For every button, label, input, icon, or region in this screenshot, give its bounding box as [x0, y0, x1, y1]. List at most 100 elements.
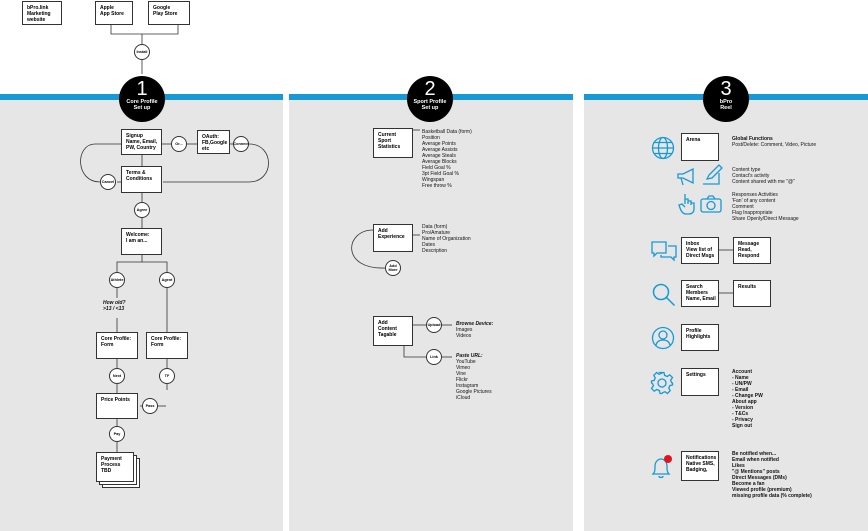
camera-icon [700, 195, 722, 213]
section-1-badge: 1 Core Profile Set up [119, 76, 165, 122]
app-store-label: Apple App Store [100, 5, 124, 17]
results-label: Results [738, 284, 757, 290]
tf-label: TF [164, 374, 170, 378]
experience-label: Add Experience [378, 228, 405, 240]
pass-node[interactable]: Pass [142, 398, 158, 414]
section-1-number: 1 [136, 78, 148, 100]
experience-list: Data (form) Pro/Amature Name of Organiza… [422, 224, 471, 254]
add-more-label: Add More [388, 263, 398, 273]
next-label: Next [112, 374, 122, 378]
hand-icon [678, 194, 695, 215]
cancel-node[interactable]: Cancel [100, 174, 116, 190]
settings-box[interactable]: Settings [681, 368, 719, 396]
or-node[interactable]: Or... [171, 136, 187, 152]
core-form-athlete-box[interactable]: Core Profile: Form [96, 332, 138, 359]
welcome-box[interactable]: Welcome: I am an... [121, 228, 162, 255]
cancel-label: Cancel [101, 180, 115, 184]
play-store-box[interactable]: Google Play Store [148, 1, 190, 25]
link-label: Link [430, 355, 438, 359]
connect-label: Connect [233, 142, 249, 146]
browse-list: Images Videos [456, 327, 473, 339]
experience-box[interactable]: Add Experience [373, 224, 413, 252]
notifications-box[interactable]: Notifications Native SMS, Badging, [681, 451, 719, 481]
upload-node[interactable]: Upload [426, 317, 442, 333]
chat-icon [651, 241, 677, 262]
payment-box[interactable]: Payment Process TBD [96, 452, 134, 482]
upload-label: Upload [427, 323, 441, 327]
section-2-title: Sport Profile Set up [413, 99, 447, 111]
responses-text: Responses Activities 'Fan' of any conten… [732, 192, 799, 222]
pass-label: Pass [145, 404, 155, 408]
welcome-label: Welcome: I am an... [126, 232, 150, 244]
content-label: Add Content Tagable [378, 320, 397, 338]
next-node[interactable]: Next [109, 368, 125, 384]
content-type-text: Content type Contact's activity Content … [732, 167, 795, 185]
megaphone-icon [677, 168, 694, 186]
sport-stats-box[interactable]: Current Sport Statistics [373, 128, 413, 158]
section-2-panel [289, 100, 573, 531]
global-functions-title: Global Functions [732, 136, 773, 142]
content-box[interactable]: Add Content Tagable [373, 316, 413, 346]
message-box[interactable]: Message Read, Respond [733, 237, 771, 264]
add-more-node[interactable]: Add More [385, 260, 401, 276]
core-form-agent-box[interactable]: Core Profile: Form [146, 332, 188, 359]
core-form-athlete-label: Core Profile: Form [101, 336, 132, 348]
section-2-number: 2 [424, 78, 436, 100]
or-label: Or... [175, 142, 183, 146]
sport-stats-list: Basketball Data (form) Position Average … [422, 129, 472, 189]
pay-node[interactable]: Pay [109, 426, 125, 442]
message-label: Message Read, Respond [738, 241, 760, 259]
browse-title: Browse Device: [456, 321, 494, 327]
pay-label: Pay [113, 432, 121, 436]
search-icon [652, 283, 676, 307]
inbox-label: Inbox View list of Direct Msgs [686, 241, 715, 259]
user-icon [651, 326, 675, 350]
price-points-label: Price Points [101, 397, 130, 403]
settings-label: Settings [686, 372, 706, 378]
notifications-label: Notifications Native SMS, Badging, [686, 455, 717, 473]
core-form-agent-label: Core Profile: Form [151, 336, 182, 348]
agree-node[interactable]: Agree [134, 202, 150, 218]
section-3-title: bPro Reel [719, 99, 733, 111]
signup-box[interactable]: Signup Name, Email, PW, Country [121, 129, 162, 155]
notifications-list: Be notified when... Email when notified … [732, 451, 812, 499]
profile-highlights-label: Profile Highlights [686, 328, 711, 340]
arena-label: Arena [686, 137, 701, 143]
inbox-box[interactable]: Inbox View list of Direct Msgs [681, 237, 719, 264]
play-store-label: Google Play Store [153, 5, 178, 17]
connect-node[interactable]: Connect [233, 136, 249, 152]
link-node[interactable]: Link [426, 349, 442, 365]
oauth-label: OAuth: FB,Google etc [202, 134, 228, 152]
price-points-box[interactable]: Price Points [96, 393, 138, 419]
install-node[interactable]: Install [134, 44, 150, 60]
terms-label: Terms & Conditions [126, 170, 153, 182]
paste-list: YouTube Vimeo Vine Flickr Instagram Goog… [456, 359, 492, 401]
marketing-website-box[interactable]: bPro.link Marketing website [22, 1, 62, 25]
sport-stats-label: Current Sport Statistics [378, 132, 401, 150]
section-3-number: 3 [720, 78, 732, 100]
install-label: Install [136, 50, 148, 54]
athlete-label: Athlete [110, 278, 124, 282]
search-members-box[interactable]: Search Members Name, Email [681, 280, 719, 307]
payment-label: Payment Process TBD [101, 456, 122, 474]
section-3-badge: 3 bPro Reel [703, 76, 749, 122]
app-store-box[interactable]: Apple App Store [95, 1, 133, 25]
marketing-website-label: bPro.link Marketing website [27, 5, 51, 23]
how-old-label: How old? >13 / <13 [103, 300, 126, 312]
global-functions-text: Post/Delete: Comment, Video, Picture [732, 142, 817, 148]
athlete-node[interactable]: Athlete [109, 272, 125, 288]
results-box[interactable]: Results [733, 280, 771, 307]
arena-box[interactable]: Arena [681, 133, 719, 161]
terms-box[interactable]: Terms & Conditions [121, 166, 162, 193]
search-members-label: Search Members Name, Email [686, 284, 716, 302]
settings-list: Account - Name - UN/PW - Email - Change … [732, 369, 763, 429]
agent-node[interactable]: Agent [159, 272, 175, 288]
tf-node[interactable]: TF [159, 368, 175, 384]
bell-icon [651, 455, 672, 479]
pencil-icon [703, 164, 723, 185]
section-2-badge: 2 Sport Profile Set up [407, 76, 453, 122]
profile-highlights-box[interactable]: Profile Highlights [681, 324, 719, 351]
section-1-title: Core Profile Set up [126, 99, 158, 111]
oauth-box[interactable]: OAuth: FB,Google etc [197, 130, 230, 154]
agent-label: Agent [161, 278, 173, 282]
